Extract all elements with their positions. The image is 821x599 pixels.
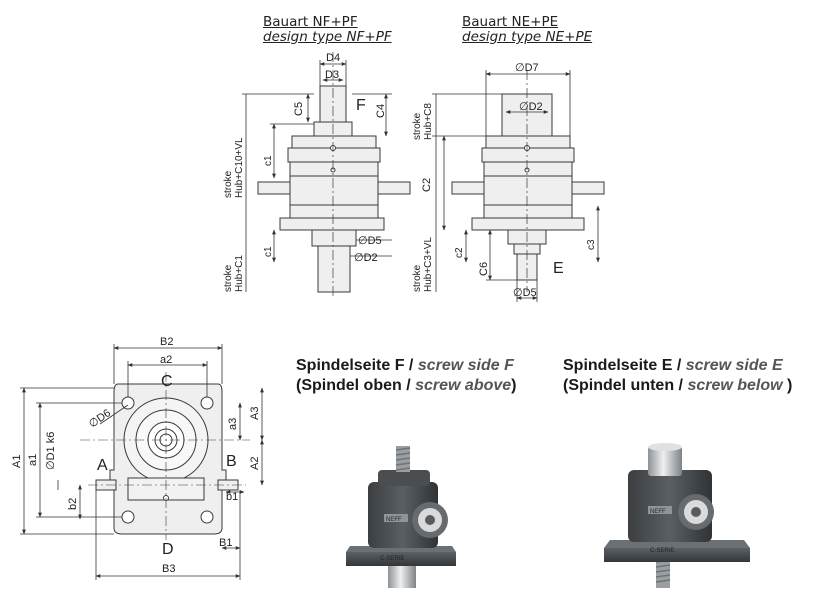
render-screw-above: NEFF C-SERIE [346,446,456,588]
caption-nf-subtitle: design type NF+PF [263,29,392,45]
screw-side-e-line2-end: ) [782,377,793,394]
ne-label-c2: C2 [421,178,433,192]
ne-label-stroke-top: stroke [412,112,423,140]
nf-dimensions [242,60,392,292]
nf-label-hub-c1: Hub+C1 [234,255,245,292]
nf-label-d4: D4 [326,52,340,64]
render-e-brand: NEFF [650,509,666,515]
render-f-series: C-SERIE [380,556,404,562]
nf-label-stroke-bot: stroke [223,264,234,292]
screw-side-f-line1-de: Spindelseite F / [296,357,418,374]
top-label-A1: A1 [11,455,23,468]
top-label-B3: B3 [162,563,175,575]
caption-nf-title: Bauart NF+PF [263,14,358,30]
ne-label-c2-small: c2 [454,247,465,258]
caption-ne: Bauart NE+PE design type NE+PE [462,15,592,45]
ne-label-d7: ∅D7 [515,62,539,74]
bolt-hole-top-left [121,396,135,410]
screw-side-f-line2-de: (Spindel oben / [296,377,416,394]
top-label-d6: ∅D6 [87,407,113,430]
render-f-brand: NEFF [386,517,402,523]
top-label-b2: B2 [160,336,173,348]
screw-side-e-line1-de: Spindelseite E / [563,357,686,374]
ne-label-c3: c3 [586,239,597,250]
nf-lower-tube [311,229,357,247]
nf-lower-screw [317,245,351,293]
render-e-tube [648,446,682,476]
top-label-a1: a1 [27,454,39,466]
screw-side-f-line1-en: screw side F [417,357,514,374]
ne-dimension-labels: ∅D7 ∅D2 stroke Hub+C8 C2 stroke Hub+C3+V… [412,62,597,299]
screw-side-f-line2-end: ) [511,377,517,394]
screw-side-e-line2-de: (Spindel unten / [563,377,688,394]
top-label-d1: ∅D1 k6 [45,432,57,470]
ne-label-e: E [553,260,564,277]
top-label-c: C [161,373,173,390]
ne-label-hub-c8: Hub+C8 [423,103,434,140]
nf-drive-shaft-left [257,181,291,195]
top-label-b2-small: b2 [67,498,79,510]
side-view-ne [451,70,605,292]
render-screw-below: NEFF C-SERIE [604,443,750,588]
screw-side-e-line1-en: screw side E [685,357,783,374]
top-label-d: D [162,541,174,558]
nf-label-c5: C5 [293,102,305,116]
caption-nf: Bauart NF+PF design type NF+PF [263,15,392,45]
nf-label-c1-upper: c1 [263,155,274,166]
nf-label-d5: ∅D5 [358,235,382,247]
nf-dimension-labels: D4 D3 F C5 C4 stroke Hub+C10+VL c1 c1 st… [223,52,387,292]
nf-drive-shaft-right [377,181,411,195]
bolt-hole-bottom-left [121,510,135,524]
bolt-hole-bottom-right [200,510,214,524]
nf-label-d2: ∅D2 [354,252,378,264]
caption-ne-subtitle: design type NE+PE [462,29,593,45]
nf-base-flange [279,217,385,231]
ne-label-hub-c3: Hub+C3+VL [423,237,434,292]
top-label-a2: a2 [160,354,172,366]
nf-label-f: F [356,97,366,114]
screw-side-e-heading: Spindelseite E / screw side E (Spindel u… [563,356,792,396]
ne-label-c6: C6 [478,262,490,276]
bolt-hole-top-right [200,396,214,410]
ne-dimensions [432,70,600,302]
top-label-b: B [226,453,237,470]
ne-drive-shaft-right [571,181,605,195]
top-label-B1: B1 [219,537,232,549]
top-label-a: A [97,457,108,474]
side-view-nf [257,52,411,296]
top-label-A3: A3 [249,407,261,420]
ne-label-d5: ∅D5 [513,287,537,299]
ne-base-flange [471,217,585,231]
screw-side-e-line2-en: screw below [687,377,783,394]
nf-label-stroke-top: stroke [223,170,234,198]
nf-label-c1-lower: c1 [263,246,274,257]
top-label-a3: a3 [227,418,239,430]
top-label-A2: A2 [249,457,261,470]
nf-label-c4: C4 [375,104,387,118]
top-label-b1: b1 [226,491,238,503]
screw-side-f-heading: Spindelseite F / screw side F (Spindel o… [296,356,517,396]
screw-side-f-line2-en: screw above [415,377,512,394]
ne-label-d2: ∅D2 [519,101,543,113]
top-view-dimensions [20,344,264,580]
top-view [80,372,250,540]
nf-label-hub-c10: Hub+C10+VL [234,137,245,198]
nf-label-d3: D3 [325,69,339,81]
ne-label-stroke-bot: stroke [412,264,423,292]
ne-drive-shaft-left [451,181,485,195]
render-e-series: C-SERIE [650,548,674,554]
caption-ne-title: Bauart NE+PE [462,14,559,30]
